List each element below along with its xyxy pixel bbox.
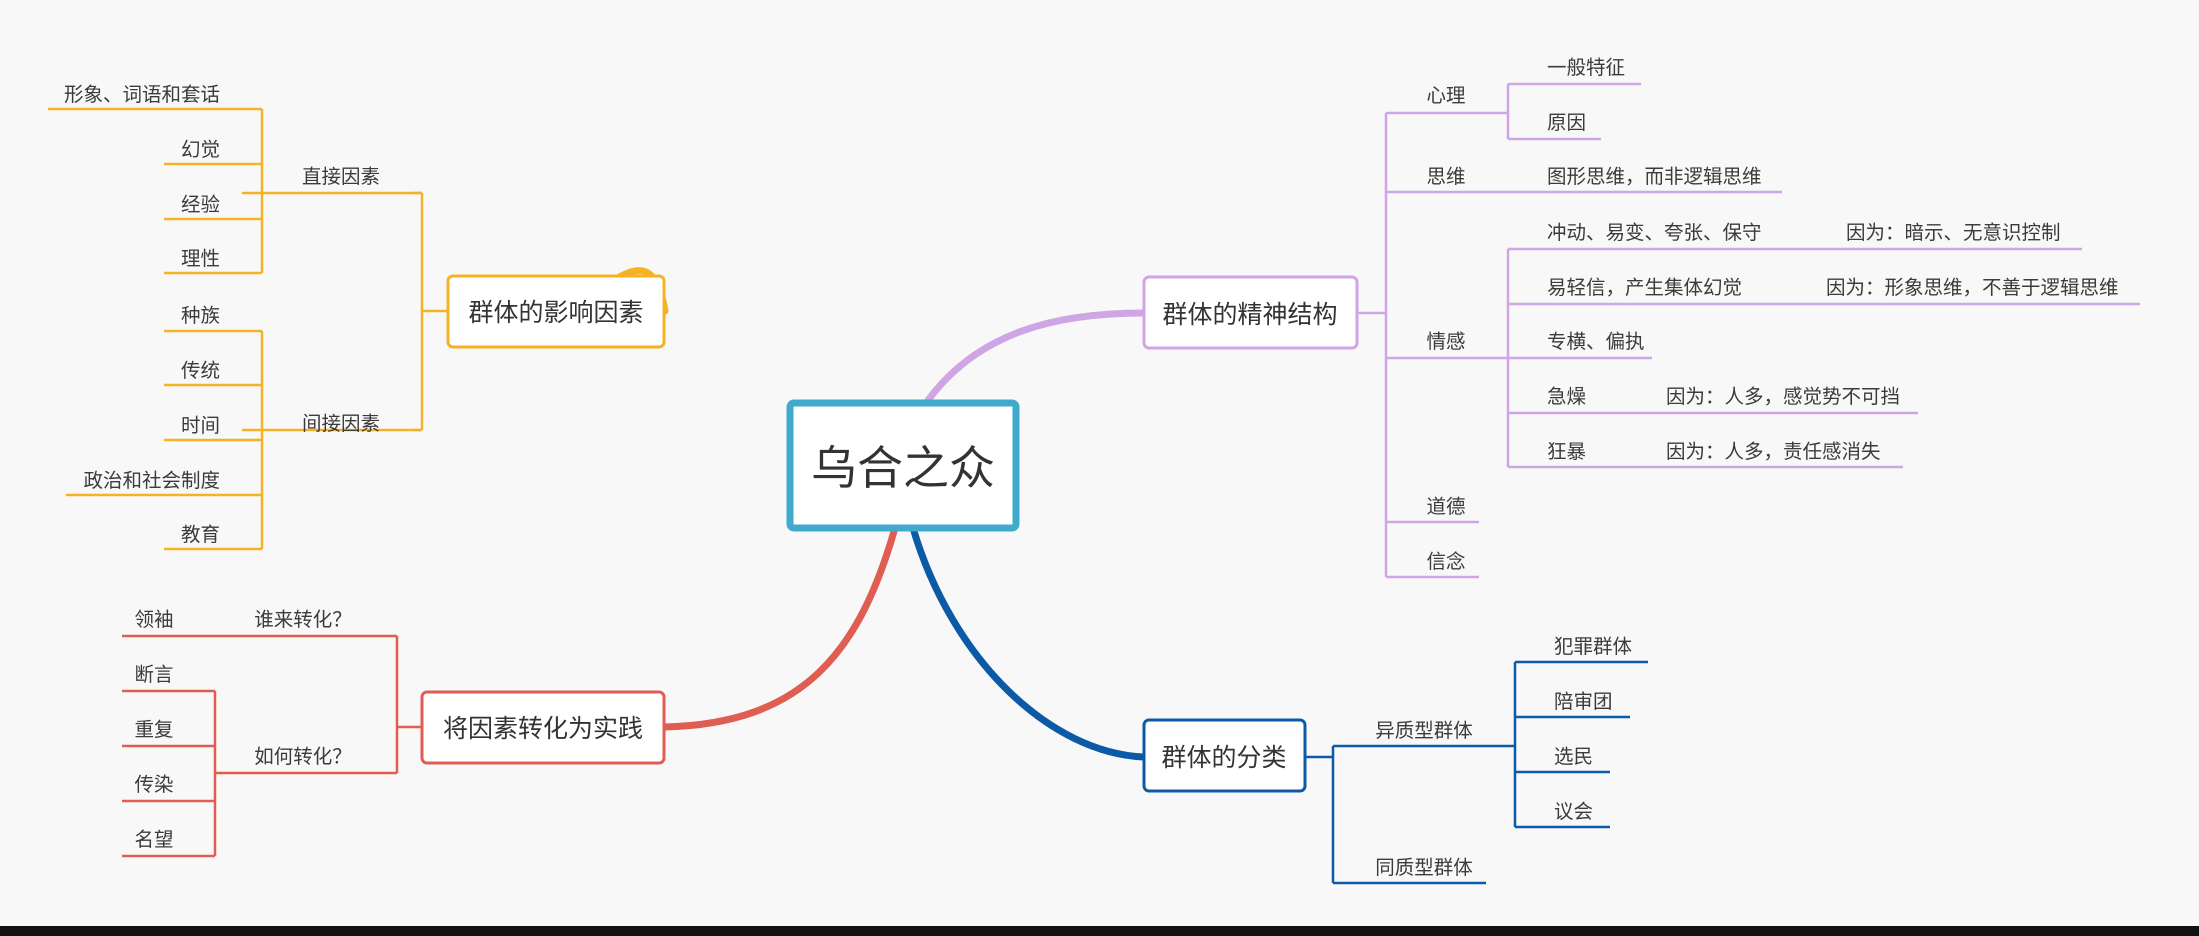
leaf-direct-0: 形象、词语和套话 [64,83,220,106]
leaf-direct-1: 幻觉 [181,138,220,161]
who-label: 谁来转化？ [254,608,352,631]
morality-label: 道德 [1426,495,1465,518]
curve-mental [922,309,1148,407]
practice-label: 将因素转化为实践 [443,714,643,743]
emotion-item-2: 专横、偏执 [1547,330,1645,353]
leaf-who-0: 领袖 [134,608,173,631]
thinking-label: 思维 [1426,165,1465,188]
homogeneous-label: 同质型群体 [1375,856,1473,879]
leaf-indirect-4: 教育 [181,523,220,546]
leaf-direct-2: 经验 [181,193,220,216]
emotion-item-0: 冲动、易变、夸张、保守 [1547,221,1762,244]
leaf-heterogeneous-2: 选民 [1554,745,1593,768]
influence-box[interactable] [446,274,666,349]
leaf-psychology-0: 一般特征 [1547,56,1625,79]
leaf-indirect-0: 种族 [181,304,220,327]
leaf-indirect-2: 时间 [181,414,220,437]
emotion-note-4: 因为：人多，责任感消失 [1666,440,1881,463]
emotion-note-3: 因为：人多，感觉势不可挡 [1666,385,1900,408]
emotion-note-0: 因为：暗示、无意识控制 [1846,221,2061,244]
belief-label: 信念 [1426,550,1465,573]
emotion-note-1: 因为：形象思维，不善于逻辑思维 [1826,276,2119,299]
psychology-label: 心理 [1426,84,1465,107]
leaf-how-3: 名望 [134,828,173,851]
influence-label: 群体的影响因素 [468,298,643,327]
root-label: 乌合之众 [811,441,995,495]
mental-connectors [1357,82,2140,579]
indirect-factors-label: 间接因素 [302,412,380,435]
types-connectors [1305,660,1648,885]
types-label: 群体的分类 [1161,743,1286,772]
leaf-how-2: 传染 [134,773,173,796]
emotion-item-4: 狂暴 [1547,440,1586,463]
leaf-psychology-1: 原因 [1547,111,1586,134]
leaf-thinking-0: 图形思维，而非逻辑思维 [1547,165,1762,188]
direct-factors-label: 直接因素 [302,165,380,188]
curve-types [909,524,1148,761]
leaf-heterogeneous-0: 犯罪群体 [1554,635,1632,658]
leaf-indirect-1: 传统 [181,359,220,382]
types-box[interactable] [1142,718,1307,793]
root-box[interactable] [786,399,1020,532]
leaf-how-1: 重复 [134,718,173,741]
practice-box[interactable] [420,690,666,765]
leaf-heterogeneous-3: 议会 [1554,800,1593,823]
heterogeneous-label: 异质型群体 [1375,719,1473,742]
leaf-indirect-3: 政治和社会制度 [83,469,220,492]
how-label: 如何转化？ [254,745,352,768]
influence-connectors [48,107,448,551]
emotion-label: 情感 [1426,330,1465,353]
mental-box[interactable] [1142,275,1359,350]
leaf-heterogeneous-1: 陪审团 [1554,690,1613,713]
leaf-direct-3: 理性 [181,247,220,270]
practice-connectors [122,634,422,858]
leaf-how-0: 断言 [134,663,173,686]
mental-label: 群体的精神结构 [1162,300,1337,329]
bottom-bar [0,926,2199,936]
curve-practice [660,524,899,731]
emotion-item-1: 易轻信，产生集体幻觉 [1547,276,1742,299]
emotion-item-3: 急燥 [1547,385,1586,408]
